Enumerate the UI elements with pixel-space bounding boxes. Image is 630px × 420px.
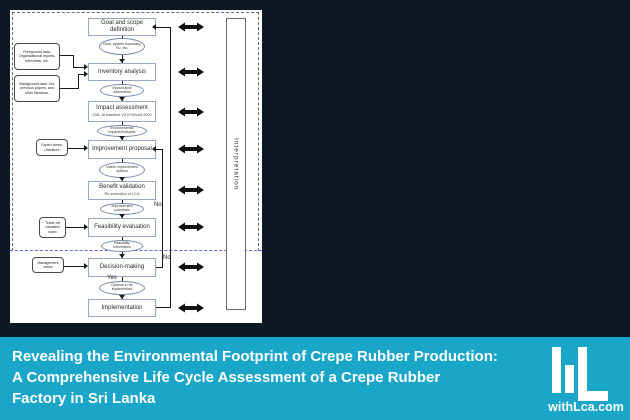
- logo-bar-icon: [578, 391, 608, 401]
- stage-label: Improvement proposal: [92, 146, 152, 153]
- stage-inventory-analysis: Inventory analysis: [88, 63, 156, 81]
- post-title-line: Factory in Sri Lanka: [12, 390, 156, 407]
- double-arrow-icon: [178, 185, 204, 195]
- stage-implementation: Implementation: [88, 299, 156, 317]
- double-arrow-icon: [178, 262, 204, 272]
- connector-line: [78, 74, 84, 75]
- input-background-data: Background data: Our previous papers, an…: [14, 75, 60, 102]
- arrowhead-right-icon: [84, 64, 88, 70]
- connector-line: [60, 88, 78, 89]
- logo-bar-icon: [552, 347, 561, 393]
- ellipse-label: Feasibility information: [113, 241, 131, 249]
- double-arrow-icon: [178, 222, 204, 232]
- label-no-benefit: No: [154, 202, 162, 208]
- double-arrow-icon: [178, 67, 204, 77]
- stage-label: Impact assessment: [96, 105, 148, 112]
- ellipse-label: Options to be implemented: [111, 283, 133, 291]
- stage-improvement-proposal: Improvement proposal: [88, 140, 156, 159]
- input-trade-off-valuation: Trade-off valuation index: [39, 217, 66, 238]
- input-label: Management views: [37, 260, 59, 269]
- stage-benefit-validation: Benefit validation Re-execution of LCA: [88, 181, 156, 200]
- logo-bar-icon: [565, 365, 574, 393]
- connector-line: [156, 149, 162, 150]
- connector-line: [64, 266, 84, 267]
- stage-feasibility-evaluation: Feasibility evaluation: [88, 218, 156, 237]
- ellipse-label: Viable improvement options: [106, 165, 138, 173]
- ellipse-viable-improvement-options: Viable improvement options: [99, 162, 145, 178]
- double-arrow-icon: [178, 144, 204, 154]
- post-title: Revealing the Environmental Footprint of…: [12, 346, 498, 409]
- lca-flowchart-panel: Goal and scope definition Inventory anal…: [10, 10, 262, 323]
- withlca-logo: withLca.com: [544, 343, 628, 417]
- title-banner: Revealing the Environmental Footprint of…: [0, 337, 630, 420]
- arrowhead-right-icon: [84, 145, 88, 151]
- label-no-decision: No: [163, 255, 171, 261]
- connector-line: [66, 227, 84, 228]
- connector-line: [68, 148, 84, 149]
- arrowhead-down-icon: [119, 254, 125, 258]
- post-title-line: Revealing the Environmental Footprint of…: [12, 348, 498, 365]
- interpretation-label: Interpretation: [232, 137, 240, 191]
- input-label: Foreground data: Organizational reports,…: [18, 50, 56, 63]
- ellipse-label: Improvement potentials: [111, 204, 133, 212]
- double-arrow-icon: [178, 303, 204, 313]
- feedback-line-no: [162, 149, 163, 268]
- brand-name: withLca.com: [548, 400, 624, 414]
- arrowhead-right-icon: [84, 224, 88, 230]
- ellipse-input-output-information: Input/output information: [100, 84, 144, 97]
- connector-line: [156, 27, 170, 28]
- ellipse-label: Goal, system boundary, FU, etc.: [103, 41, 141, 50]
- connector-line: [156, 307, 170, 308]
- logo-bar-icon: [578, 347, 587, 401]
- stage-label: Feasibility evaluation: [94, 224, 150, 231]
- ellipse-label: Input/output information: [112, 85, 132, 94]
- connector-line: [156, 267, 162, 268]
- input-label: Background data: Our previous papers, an…: [19, 82, 55, 95]
- stage-sublabel: CML-IA baseline V3.07/World 2000: [92, 113, 152, 118]
- stage-label: Decision-making: [99, 264, 145, 271]
- stage-sublabel: Re-execution of LCA: [104, 192, 140, 197]
- arrowhead-left-icon: [152, 24, 156, 30]
- connector-line: [78, 74, 79, 89]
- input-label: Trade-off valuation index: [45, 221, 60, 234]
- label-yes: Yes: [107, 275, 117, 281]
- input-management-views: Management views: [32, 257, 64, 273]
- decision-phase-divider-line: [10, 250, 262, 251]
- stage-impact-assessment: Impact assessment CML-IA baseline V3.07/…: [88, 101, 156, 122]
- post-title-line: A Comprehensive Life Cycle Assessment of…: [12, 369, 441, 386]
- arrowhead-down-icon: [119, 177, 125, 181]
- arrowhead-down-icon: [119, 295, 125, 299]
- input-expert-views: Expert views, Literature: [36, 139, 68, 156]
- double-arrow-icon: [178, 22, 204, 32]
- arrowhead-right-icon: [84, 263, 88, 269]
- arrowhead-down-icon: [119, 136, 125, 140]
- stage-label: Inventory analysis: [97, 68, 147, 75]
- input-foreground-data: Foreground data: Organizational reports,…: [14, 43, 60, 70]
- arrowhead-down-icon: [119, 214, 125, 218]
- connector-line: [60, 55, 73, 56]
- feedback-line-outer: [170, 27, 171, 308]
- ellipse-feasibility-information: Feasibility information: [101, 240, 143, 252]
- interpretation-box: Interpretation: [226, 18, 246, 310]
- ellipse-goal-system-boundary: Goal, system boundary, FU, etc.: [99, 38, 145, 55]
- arrowhead-left-icon: [152, 146, 156, 152]
- stage-decision-making: Decision-making: [88, 258, 156, 277]
- ellipse-label: Environmental impacts/hotspots: [108, 126, 136, 134]
- stage-goal-and-scope: Goal and scope definition: [88, 18, 156, 36]
- connector-line: [73, 67, 84, 68]
- arrowhead-down-icon: [119, 97, 125, 101]
- stage-label: Benefit validation: [99, 184, 145, 191]
- input-label: Expert views, Literature: [41, 143, 63, 152]
- connector-line: [73, 55, 74, 68]
- arrowhead-down-icon: [119, 59, 125, 63]
- stage-label: Goal and scope definition: [100, 20, 144, 33]
- arrowhead-right-icon: [84, 71, 88, 77]
- stage-label: Implementation: [101, 304, 143, 311]
- ellipse-options-to-be-implemented: Options to be implemented: [99, 281, 145, 295]
- lca-phase-dashed-boundary: [12, 12, 259, 251]
- double-arrow-icon: [178, 107, 204, 117]
